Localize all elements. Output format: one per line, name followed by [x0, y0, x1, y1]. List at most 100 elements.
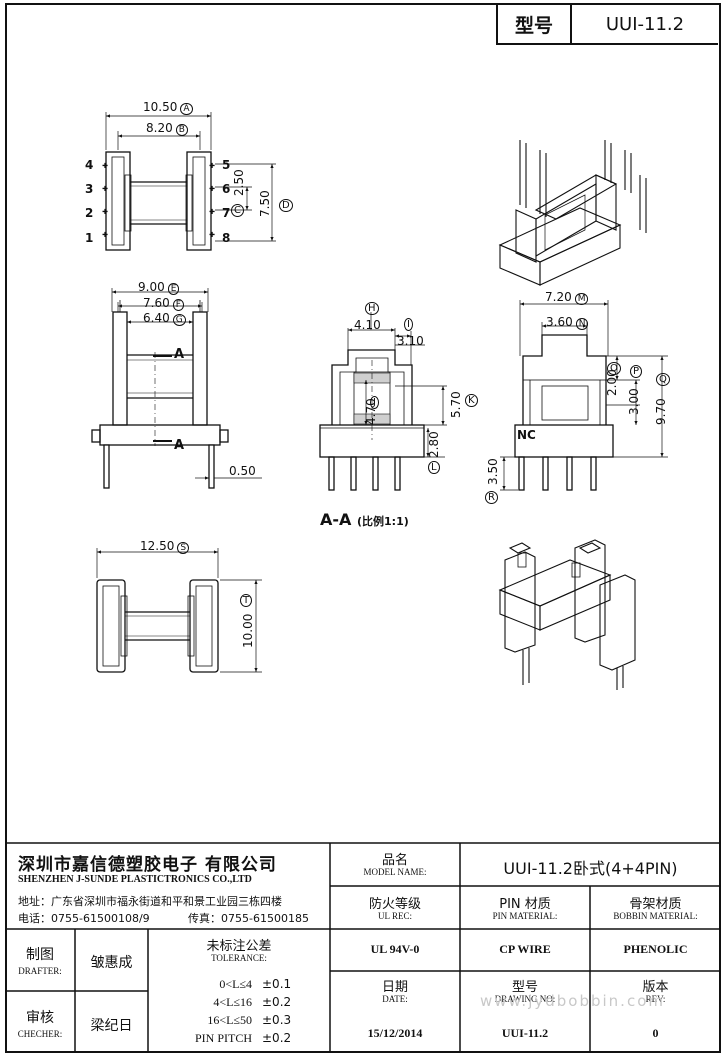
svg-text:✚: ✚ — [102, 185, 108, 193]
checker-en: CHECHER: — [17, 1029, 63, 1039]
front-view — [91, 288, 262, 489]
company-name-en: SHENZHEN J-SUNDE PLASTICTRONICS CO.,LTD — [18, 874, 252, 885]
dim-2-50: 2.50 — [232, 169, 246, 196]
checker-cn: 审核 — [26, 1010, 54, 1026]
drawing-no-value: UUI-11.2 — [501, 1026, 549, 1040]
section-mark-bottom: A — [174, 438, 185, 453]
model-name-en: MODEL NAME: — [363, 867, 427, 877]
dim-4-70: 4.70 — [364, 398, 378, 425]
date-en: DATE: — [382, 994, 408, 1004]
svg-text:✚: ✚ — [209, 162, 215, 170]
isometric-view-bottom[interactable] — [498, 539, 636, 690]
section-view — [319, 312, 447, 491]
section-mark-top: A — [174, 347, 185, 362]
watermark: www.jydbobbin.com — [480, 992, 665, 1010]
rev-value: 0 — [652, 1026, 659, 1040]
drafter-en: DRAFTER: — [18, 966, 62, 976]
pin-1-label: 1 — [85, 231, 94, 245]
tolerance-value-2: ±0.2 — [262, 995, 292, 1009]
dim-i-tag: I — [404, 318, 413, 331]
model-header-value: UUI-11.2 — [605, 13, 685, 35]
isometric-view-top[interactable] — [498, 140, 647, 286]
dim-r-tag: R — [485, 491, 498, 504]
dim-k-tag: K — [465, 394, 478, 407]
dim-t-tag: T — [240, 594, 253, 607]
tolerance-cn: 未标注公差 — [206, 939, 272, 954]
svg-text:✚: ✚ — [102, 208, 108, 216]
svg-text:✚: ✚ — [102, 162, 108, 170]
pin-5-label: 5 — [222, 158, 231, 172]
company-fax: 传真：0755-61500185 — [188, 912, 309, 925]
checker-value: 梁纪日 — [90, 1018, 133, 1034]
dim-o-tag: O — [607, 362, 621, 375]
dim-h-tag: H — [365, 302, 379, 315]
side-view — [500, 300, 668, 491]
ul-rec-en: UL REC: — [378, 911, 412, 921]
model-name-cn: 品名 — [381, 853, 408, 868]
section-title: A-A (比例1:1) — [320, 510, 409, 529]
drawing-frame — [5, 3, 721, 1053]
drafter-value: 皱惠成 — [90, 955, 133, 971]
bottom-view — [96, 548, 262, 673]
tolerance-en: TOLERANCE: — [211, 953, 267, 963]
dim-p-tag: P — [630, 365, 643, 378]
drafter-cn: 制图 — [26, 947, 54, 963]
nc-label: NC — [517, 428, 536, 442]
dim-c-tag: C — [231, 204, 244, 217]
ul-rec-value: UL 94V-0 — [370, 942, 420, 956]
dim-3-10: 3.10 — [397, 334, 424, 348]
dim-pin-0-50: 0.50 — [229, 464, 256, 478]
model-header-label: 型号 — [498, 5, 572, 43]
bobbin-material-en: BOBBIN MATERIAL: — [613, 911, 698, 921]
model-header: 型号 UUI-11.2 — [496, 5, 718, 45]
dim-7-50: 7.50 — [258, 190, 272, 217]
svg-text:✚: ✚ — [209, 208, 215, 216]
dim-d-tag: D — [279, 199, 293, 212]
dim-9-70: 9.70 — [654, 398, 668, 425]
svg-text:✚: ✚ — [209, 185, 215, 193]
pin-6-label: 6 — [222, 182, 231, 196]
company-tel: 电话：0755-61500108/9 — [18, 912, 150, 925]
drawing-no-cn: 型号 — [511, 980, 538, 995]
pin-material-value: CP WIRE — [499, 942, 551, 956]
top-view: ✚ ✚ ✚ ✚ ✚ ✚ ✚ ✚ — [102, 112, 276, 251]
title-block-grid — [5, 842, 721, 1053]
date-value: 15/12/2014 — [367, 1026, 423, 1040]
svg-text:✚: ✚ — [209, 231, 215, 239]
company-name-cn: 深圳市嘉信德塑胶电子 有限公司 — [18, 855, 277, 875]
dim-2-80: 2.80 — [427, 431, 441, 458]
pin-3-label: 3 — [85, 182, 94, 196]
rev-cn: 版本 — [642, 980, 669, 995]
dim-3-00: 3.00 — [627, 388, 641, 415]
svg-text:✚: ✚ — [102, 231, 108, 239]
pin-7-label: 7 — [222, 206, 231, 220]
date-cn: 日期 — [381, 980, 408, 995]
tolerance-value-3: ±0.3 — [262, 1013, 292, 1027]
dim-4-10: 4.10 — [354, 318, 381, 332]
pin-8-label: 8 — [222, 231, 231, 245]
dim-5-70: 5.70 — [449, 391, 463, 418]
bobbin-material-cn: 骨架材质 — [629, 897, 682, 912]
dim-j-tag: J — [370, 396, 379, 409]
tolerance-value-4: ±0.2 — [262, 1031, 292, 1045]
tolerance-range-3: 16<L≤50 — [207, 1013, 252, 1027]
tolerance-range-2: 4<L≤16 — [213, 995, 252, 1009]
pin-4-label: 4 — [85, 158, 94, 172]
dim-q-tag: Q — [656, 373, 670, 386]
pin-2-label: 2 — [85, 206, 94, 220]
dim-10-00: 10.00 — [241, 613, 255, 648]
tolerance-range-4: PIN PITCH — [194, 1031, 252, 1045]
rev-en: REV: — [645, 994, 666, 1004]
model-name-value: UUI-11.2卧式(4+4PIN) — [503, 859, 678, 878]
dim-3-50: 3.50 — [486, 458, 500, 485]
bobbin-material-value: PHENOLIC — [623, 942, 688, 956]
drawing-no-en: DRAWING NO: — [494, 994, 556, 1004]
